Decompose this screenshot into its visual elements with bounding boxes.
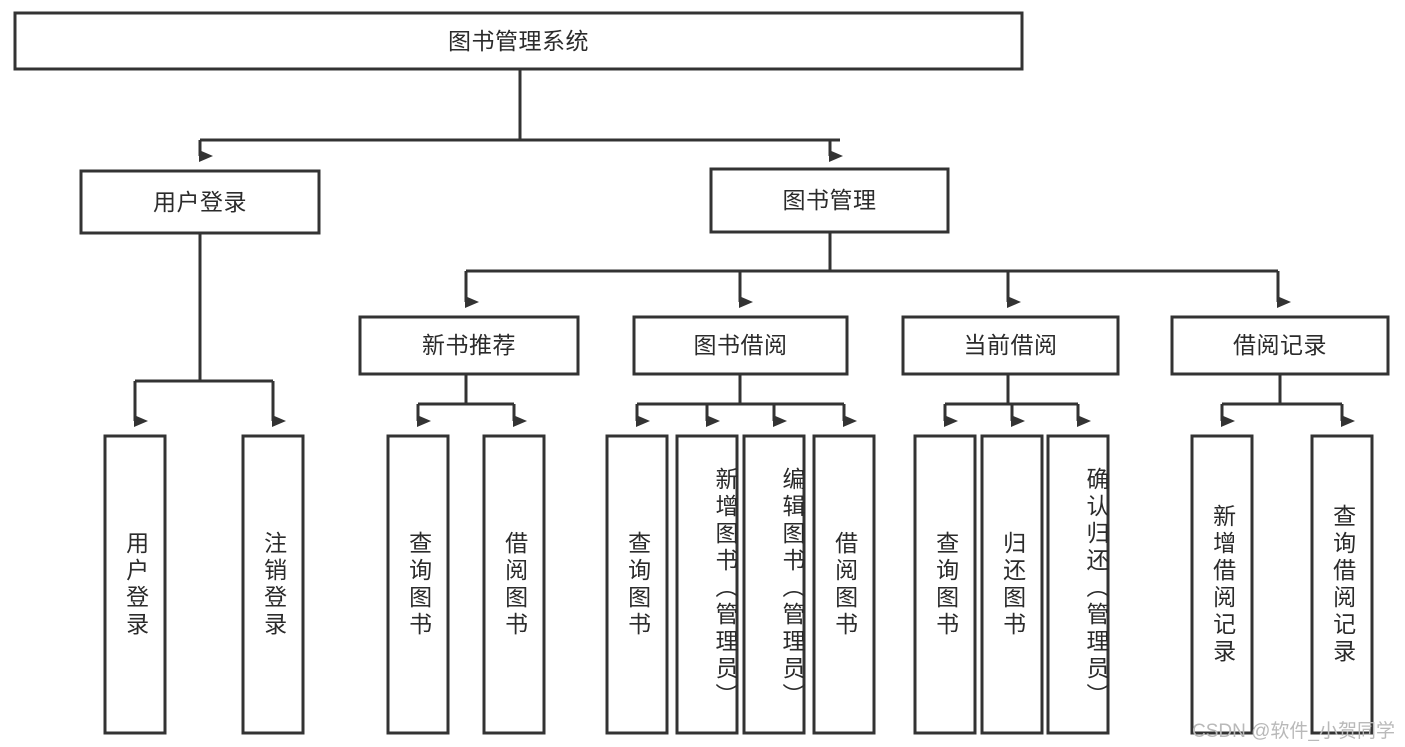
connector-borrow-record-to-leaves: [1220, 374, 1355, 427]
node-box-leaf-return-book[interactable]: [980, 434, 1044, 735]
node-box-current-borrow[interactable]: [901, 315, 1120, 376]
connector-current-borrow-to-leaves: [943, 374, 1091, 427]
node-box-book-borrow[interactable]: [632, 315, 849, 376]
node-box-leaf-query-borrow-record[interactable]: [1310, 434, 1374, 735]
connector-user-login-to-leaves: [133, 233, 286, 427]
node-box-leaf-query-book-current[interactable]: [913, 434, 977, 735]
node-box-leaf-edit-book[interactable]: [742, 434, 806, 735]
node-box-user-login[interactable]: [79, 169, 321, 235]
node-box-leaf-user-login[interactable]: [103, 434, 167, 735]
node-box-leaf-borrow-book[interactable]: [812, 434, 876, 735]
node-box-new-book-recommend[interactable]: [358, 315, 580, 376]
connector-book-borrow-to-leaves: [635, 374, 857, 427]
node-box-root[interactable]: [13, 11, 1024, 71]
node-box-leaf-query-book-recommend[interactable]: [386, 434, 450, 735]
node-box-leaf-query-book-borrow[interactable]: [605, 434, 669, 735]
connector-root-to-level2: [198, 69, 843, 162]
node-box-leaf-add-borrow-record[interactable]: [1190, 434, 1254, 735]
node-box-leaf-confirm-return[interactable]: [1046, 434, 1110, 735]
node-box-leaf-add-book[interactable]: [675, 434, 739, 735]
connector-book-management-to-level3: [464, 232, 1291, 308]
watermark-text: CSDN @软件_小贺同学: [1192, 721, 1395, 742]
node-box-leaf-borrow-book-recommend[interactable]: [482, 434, 546, 735]
node-box-book-management[interactable]: [709, 167, 950, 234]
node-box-borrow-record[interactable]: [1170, 315, 1390, 376]
connector-new-book-recommend-to-leaves: [416, 374, 527, 427]
node-box-leaf-logout[interactable]: [241, 434, 305, 735]
